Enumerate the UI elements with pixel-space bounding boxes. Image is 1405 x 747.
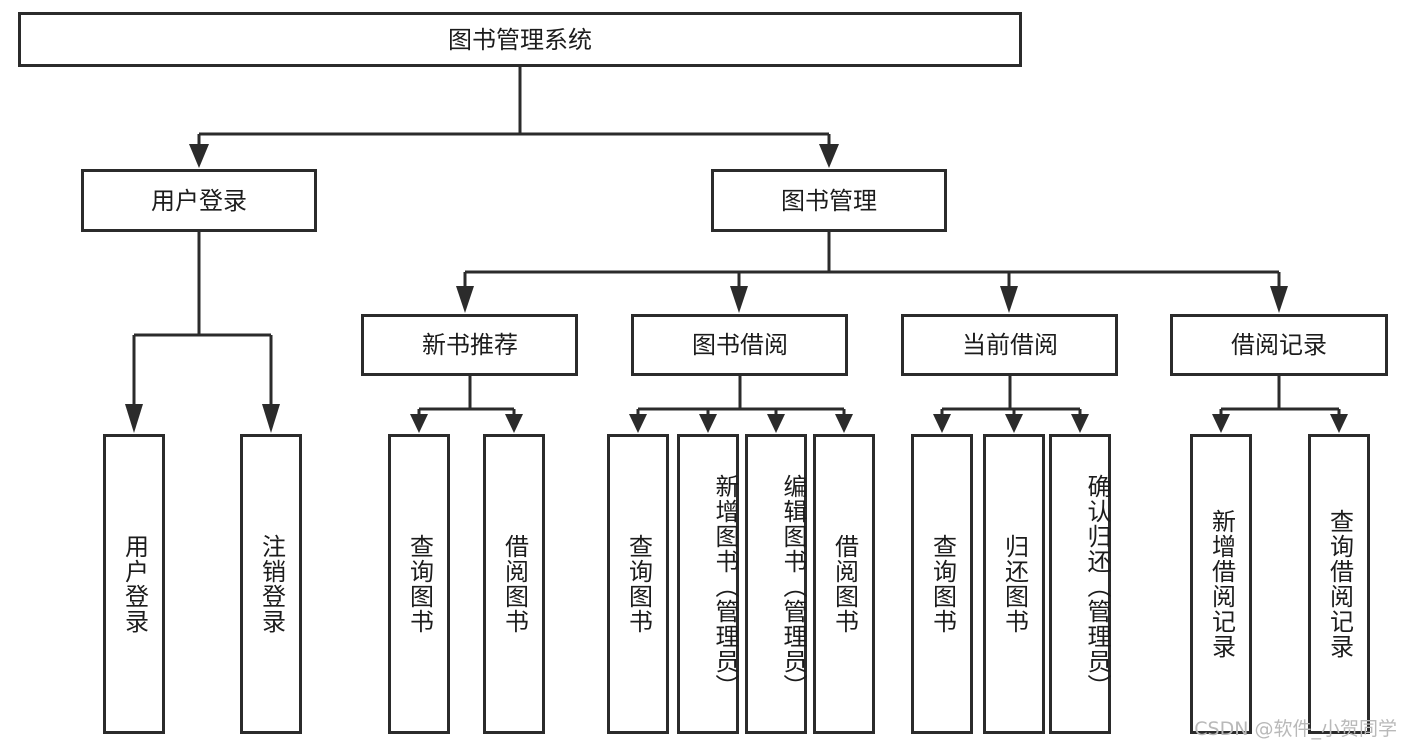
arrow-bookmgmt-c3 [1000,286,1018,313]
node-new-book-recommend-label: 新书推荐 [422,331,518,359]
node-borrow-record[interactable]: 借阅记录 [1170,314,1388,376]
leaf-box-query-book-3[interactable] [911,434,973,734]
node-book-management-label: 图书管理 [781,187,877,215]
arrow-borrow-c4 [835,414,853,433]
node-user-login-label: 用户登录 [151,187,247,215]
leaf-box-query-record[interactable] [1308,434,1370,734]
arrow-record-c1 [1212,414,1230,433]
arrow-recommend-c2 [505,414,523,433]
node-borrow-record-label: 借阅记录 [1231,331,1327,359]
arrow-login-c1 [125,404,143,433]
leaf-box-borrow-book-1[interactable] [483,434,545,734]
arrow-login-c2 [262,404,280,433]
node-current-borrow[interactable]: 当前借阅 [901,314,1118,376]
leaf-box-confirm-return[interactable] [1049,434,1111,734]
arrow-recommend-c1 [410,414,428,433]
node-user-login[interactable]: 用户登录 [81,169,317,232]
leaf-box-edit-book[interactable] [745,434,807,734]
node-book-borrow-label: 图书借阅 [692,331,788,359]
arrow-current-c1 [933,414,951,433]
leaf-box-query-book-2[interactable] [607,434,669,734]
leaf-box-borrow-book-2[interactable] [813,434,875,734]
node-root[interactable]: 图书管理系统 [18,12,1022,67]
arrow-current-c2 [1005,414,1023,433]
leaf-box-add-record[interactable] [1190,434,1252,734]
leaf-box-logout[interactable] [240,434,302,734]
arrow-borrow-c2 [699,414,717,433]
arrow-bookmgmt-c1 [456,286,474,313]
arrow-root-to-login [189,144,209,168]
leaf-box-add-book[interactable] [677,434,739,734]
arrow-current-c3 [1071,414,1089,433]
node-book-management[interactable]: 图书管理 [711,169,947,232]
arrow-borrow-c1 [629,414,647,433]
arrow-root-to-bookmgmt [819,144,839,168]
leaf-box-return-book[interactable] [983,434,1045,734]
arrow-record-c2 [1330,414,1348,433]
arrow-borrow-c3 [767,414,785,433]
node-book-borrow[interactable]: 图书借阅 [631,314,848,376]
node-new-book-recommend[interactable]: 新书推荐 [361,314,578,376]
arrow-bookmgmt-c4 [1270,286,1288,313]
leaf-box-user-login[interactable] [103,434,165,734]
arrow-bookmgmt-c2 [730,286,748,313]
watermark-text: CSDN @软件_小贺同学 [1194,718,1397,740]
node-current-borrow-label: 当前借阅 [962,331,1058,359]
node-root-label: 图书管理系统 [448,26,592,54]
leaf-box-query-book-1[interactable] [388,434,450,734]
